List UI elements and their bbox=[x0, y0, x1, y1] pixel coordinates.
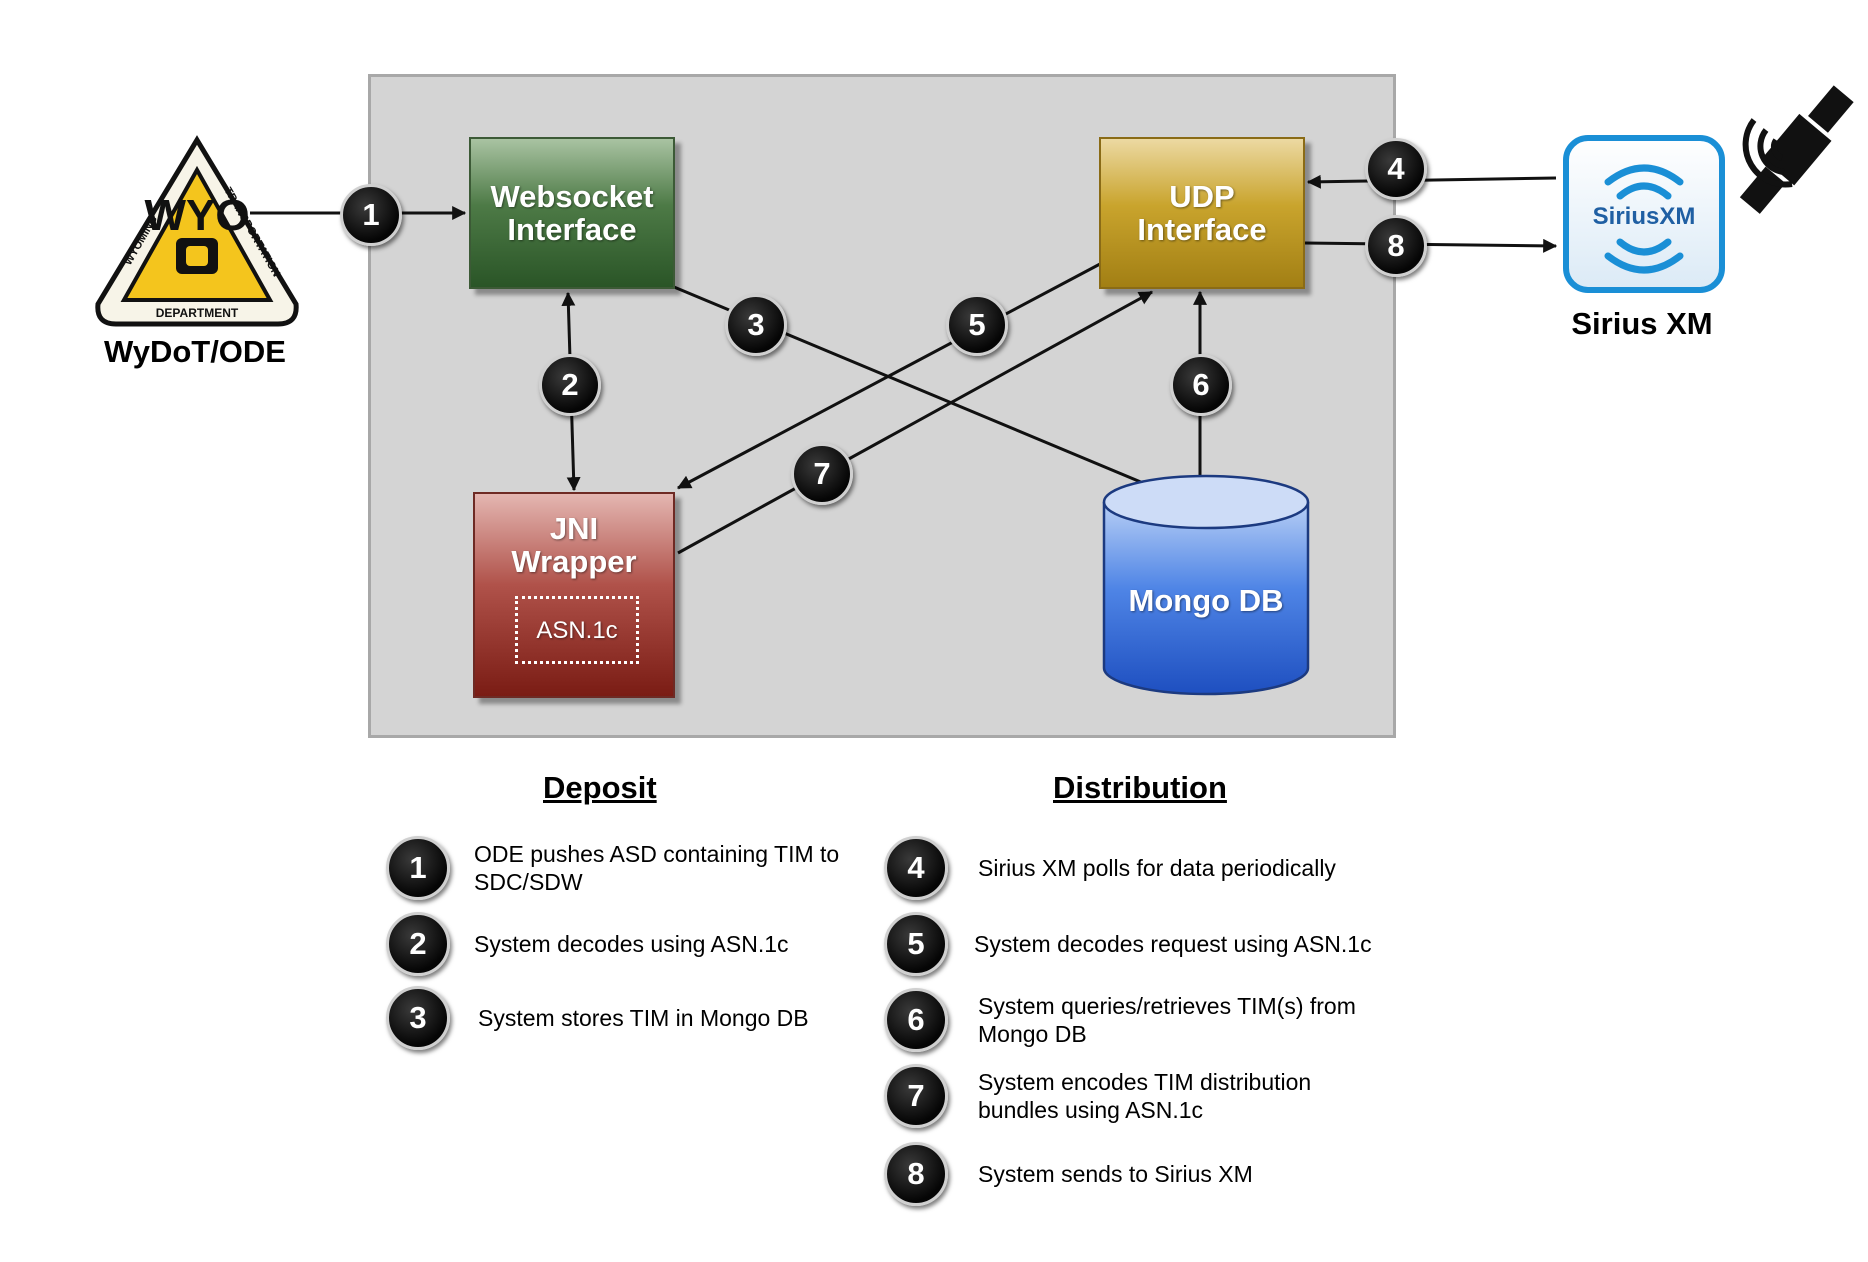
siriusxm-logo: SiriusXM bbox=[1563, 135, 1725, 293]
jni-wrapper-label: JNI Wrapper bbox=[511, 511, 637, 579]
arrow-4 bbox=[1306, 174, 1557, 189]
legend-text: System encodes TIM distribution bundles … bbox=[978, 1069, 1312, 1123]
wydot-label: WyDoT/ODE bbox=[104, 334, 286, 369]
wydot-logo: WYO DEPARTMENT WYOMING TRANSPORTATION bbox=[95, 135, 299, 327]
mongo-db-label-wrap: Mongo DB bbox=[1104, 560, 1308, 640]
legend-item-deposit-2: 2 System decodes using ASN.1c bbox=[386, 912, 874, 976]
legend-item-distribution-8: 8 System sends to Sirius XM bbox=[884, 1142, 1418, 1206]
arrow-7 bbox=[677, 290, 1154, 555]
step-badge-1: 1 bbox=[340, 184, 402, 246]
asn1c-module: ASN.1c bbox=[515, 596, 639, 664]
legend-item-distribution-5: 5 System decodes request using ASN.1c bbox=[884, 912, 1414, 976]
legend-text: System decodes request using ASN.1c bbox=[974, 931, 1372, 957]
legend-badge: 3 bbox=[386, 986, 450, 1050]
satellite-dish-icon bbox=[1739, 85, 1854, 214]
legend-text: Sirius XM polls for data periodically bbox=[978, 855, 1336, 881]
legend-badge: 7 bbox=[884, 1064, 948, 1128]
legend-badge: 6 bbox=[884, 988, 948, 1052]
jni-wrapper-box: JNI Wrapper ASN.1c bbox=[473, 492, 675, 698]
legend-text: System sends to Sirius XM bbox=[978, 1161, 1253, 1187]
step-badge-7: 7 bbox=[791, 443, 853, 505]
udp-interface-box: UDP Interface bbox=[1099, 137, 1305, 289]
legend-badge: 2 bbox=[386, 912, 450, 976]
legend-item-deposit-1: 1 ODE pushes ASD containing TIM to SDC/S… bbox=[386, 836, 874, 900]
step-badge-2: 2 bbox=[539, 354, 601, 416]
legend-badge: 5 bbox=[884, 912, 948, 976]
legend-badge: 1 bbox=[386, 836, 450, 900]
legend-badge: 8 bbox=[884, 1142, 948, 1206]
wydot-logo-bottom-text: DEPARTMENT bbox=[156, 306, 239, 320]
arrow-5 bbox=[676, 262, 1101, 490]
legend-badge: 4 bbox=[884, 836, 948, 900]
legend-text: System queries/retrieves TIM(s) from Mon… bbox=[978, 993, 1356, 1047]
step-badge-4: 4 bbox=[1365, 138, 1427, 200]
udp-interface-label: UDP Interface bbox=[1137, 179, 1267, 247]
legend-text: ODE pushes ASD containing TIM to SDC/SDW bbox=[474, 841, 840, 895]
arrow-8 bbox=[1304, 238, 1558, 253]
wydot-logo-letter-w: WYO bbox=[144, 191, 249, 240]
step-badge-6: 6 bbox=[1170, 354, 1232, 416]
mongo-db-label: Mongo DB bbox=[1128, 582, 1284, 618]
deposit-heading: Deposit bbox=[543, 770, 657, 805]
distribution-heading: Distribution bbox=[1053, 770, 1227, 805]
step-badge-8: 8 bbox=[1365, 215, 1427, 277]
legend-item-distribution-6: 6 System queries/retrieves TIM(s) from M… bbox=[884, 988, 1418, 1052]
legend-item-distribution-7: 7 System encodes TIM distribution bundle… bbox=[884, 1064, 1418, 1128]
siriusxm-label: Sirius XM bbox=[1571, 306, 1713, 341]
legend-item-distribution-4: 4 Sirius XM polls for data periodically bbox=[884, 836, 1418, 900]
websocket-interface-box: Websocket Interface bbox=[469, 137, 675, 289]
websocket-interface-label: Websocket Interface bbox=[490, 179, 654, 247]
mongo-db-cylinder bbox=[1102, 474, 1310, 696]
legend-text: System decodes using ASN.1c bbox=[474, 931, 789, 957]
siriusxm-logo-text: SiriusXM bbox=[1593, 203, 1696, 230]
step-badge-5: 5 bbox=[946, 294, 1008, 356]
legend-text: System stores TIM in Mongo DB bbox=[478, 1005, 809, 1031]
legend-item-deposit-3: 3 System stores TIM in Mongo DB bbox=[386, 986, 878, 1050]
step-badge-3: 3 bbox=[725, 294, 787, 356]
